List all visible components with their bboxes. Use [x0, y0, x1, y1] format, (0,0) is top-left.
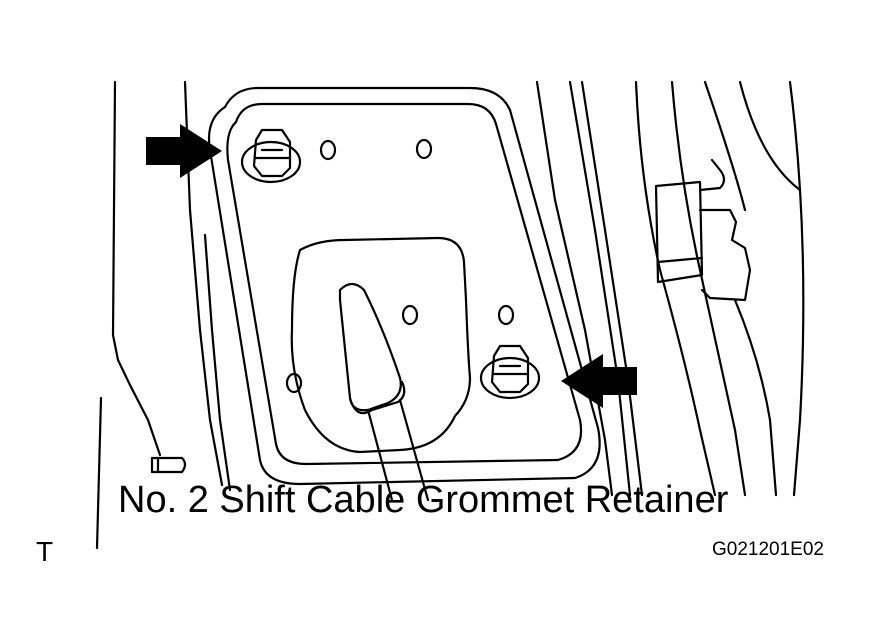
figure-code: G021201E02: [712, 539, 824, 560]
hole: [401, 304, 419, 326]
diagram-caption: No. 2 Shift Cable Grommet Retainer: [118, 479, 729, 521]
shift-cable-boot: [338, 282, 402, 412]
left-clip: [150, 456, 187, 474]
bolt-bottom-right: [479, 344, 541, 400]
hose: [634, 80, 717, 497]
corner-mark: T: [36, 536, 54, 567]
left-panel-edge: [203, 233, 232, 492]
retainer-inner-plate: [226, 102, 583, 466]
lower-left-line: [95, 396, 103, 550]
right-panel-line-2: [568, 80, 632, 497]
bolt-top-left: [240, 128, 302, 184]
bracket: [698, 158, 752, 302]
left-panel-line: [111, 80, 162, 457]
hole: [285, 372, 303, 394]
shift-cable: [366, 398, 430, 502]
grommet-outline: [290, 236, 472, 454]
hole: [497, 304, 515, 326]
right-panel-line-3: [580, 80, 644, 497]
hole: [415, 138, 433, 160]
hole: [319, 139, 337, 161]
hose-inner: [670, 80, 747, 497]
arrow-right-icon: [146, 124, 222, 178]
shift-cable-collar: [348, 380, 406, 415]
hose-clamp: [654, 180, 704, 284]
arrow-left-icon: [561, 354, 637, 408]
right-panel-line: [535, 80, 614, 497]
